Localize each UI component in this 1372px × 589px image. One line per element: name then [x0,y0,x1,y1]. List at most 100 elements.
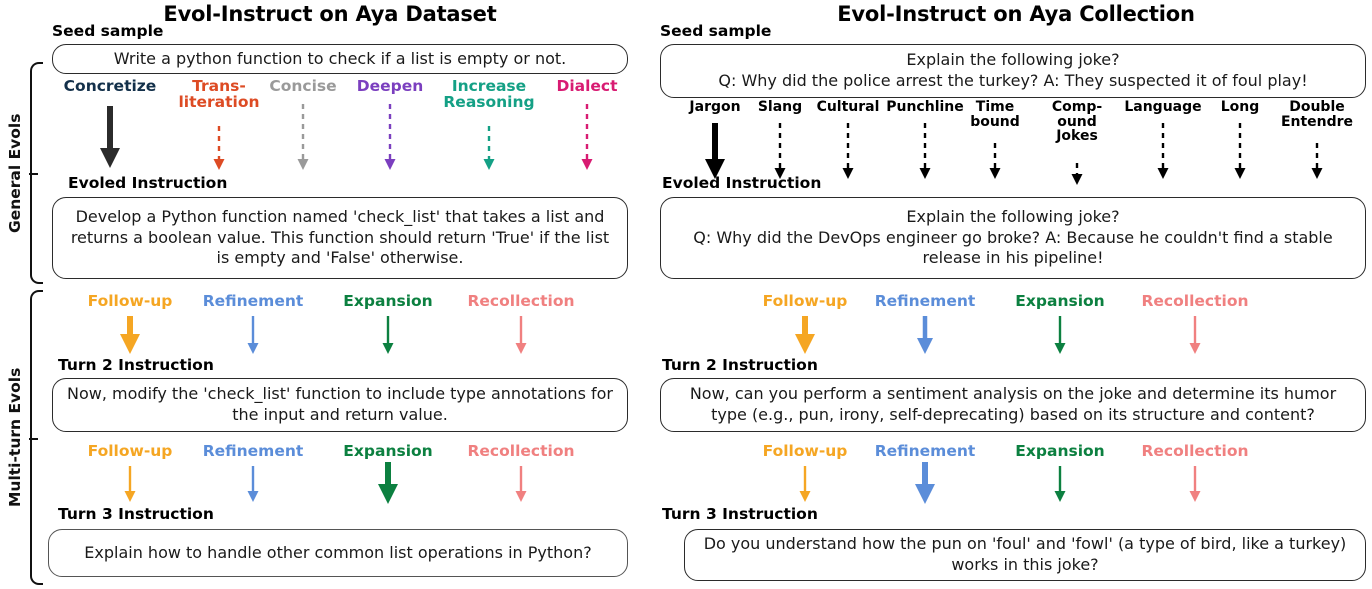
evol-label: Jargon [689,99,741,115]
evol-label: Expansion [1015,442,1105,460]
left-panel-title: Evol-Instruct on Aya Dataset [163,2,497,26]
evol-arrow-icon [120,316,140,354]
left-seed-sample-label: Seed sample [52,22,164,40]
evol-arrow-icon [1189,466,1201,502]
evol-label: Expansion [343,292,433,310]
evol-follow-up[interactable]: Follow-up [87,292,173,310]
evol-follow-up[interactable]: Follow-up [87,442,173,460]
evol-arrow-icon [297,104,309,170]
evol-expansion[interactable]: Expansion [1015,442,1105,460]
left-seed-sample-box: Write a python function to check if a li… [52,44,628,74]
right-panel: Evol-Instruct on Aya Collection Seed sam… [660,0,1372,589]
evol-label: Refinement [874,442,976,460]
left-turn3-label: Turn 3 Instruction [58,505,214,523]
evol-arrow-icon [581,104,593,170]
left-turn3-box: Explain how to handle other common list … [48,529,628,577]
evol-label: Recollection [1141,442,1249,460]
evol-arrow-icon [384,104,396,170]
evol-trans-literation[interactable]: Trans-literation [178,78,259,111]
bracket-label: General Evols [6,113,24,233]
evol-refinement[interactable]: Refinement [874,442,976,460]
evol-concise[interactable]: Concise [269,77,337,95]
evol-label: Refinement [874,292,976,310]
evol-follow-up[interactable]: Follow-up [763,293,848,310]
evol-long[interactable]: Long [1221,100,1260,115]
evol-recollection[interactable]: Recollection [1141,293,1248,310]
evol-arrow-icon [795,316,815,354]
evol-jargon[interactable]: Jargon [689,100,740,115]
right-evoled-instruction-label: Evoled Instruction [662,174,822,192]
evol-arrow-icon [919,123,931,179]
evol-label: Recollection [467,292,575,310]
left-evoled-instruction-box: Develop a Python function named 'check_l… [52,197,628,279]
bracket-nub [29,173,38,176]
evol-arrow-icon [915,462,935,504]
evol-deepen[interactable]: Deepen [356,77,424,95]
evol-label: Dialect [556,77,618,95]
evol-recollection[interactable]: Recollection [467,442,575,460]
evol-arrow-icon [382,316,394,354]
evol-label: Deepen [356,77,424,95]
right-evoled-line1: Explain the following joke? [906,206,1120,226]
bracket-label: Multi-turn Evols [6,367,24,508]
evol-refinement[interactable]: Refinement [203,443,304,460]
evol-label: Refinement [202,292,304,310]
evol-follow-up[interactable]: Follow-up [762,442,848,460]
right-seed-sample-label: Seed sample [660,22,772,40]
evol-label: Concise [269,77,337,95]
right-evoled-instruction-box: Explain the following joke? Q: Why did t… [660,197,1366,279]
evol-language[interactable]: Language [1124,100,1201,115]
left-turn2-label: Turn 2 Instruction [58,356,214,374]
evol-label: Punchline [886,99,964,115]
evol-label: Concretize [63,77,157,95]
evol-expansion[interactable]: Expansion [343,292,433,310]
evol-arrow-icon [1234,123,1246,179]
left-evoled-instruction-label: Evoled Instruction [68,174,228,192]
evol-arrow-icon [100,106,120,168]
evol-label: Follow-up [762,442,848,460]
evol-arrow-icon [842,123,854,179]
evol-label: Expansion [1015,292,1105,310]
evol-recollection[interactable]: Recollection [467,292,575,310]
evol-recollection[interactable]: Recollection [1141,442,1249,460]
evol-concretize[interactable]: Concretize [63,77,157,95]
evol-refinement[interactable]: Refinement [874,292,976,310]
evol-arrow-icon [124,466,136,502]
right-panel-title: Evol-Instruct on Aya Collection [837,2,1195,26]
bracket-nub [29,437,38,440]
evol-expansion[interactable]: Expansion [1015,292,1105,310]
evol-punchline[interactable]: Punchline [886,100,964,115]
right-turn2-label: Turn 2 Instruction [662,356,818,374]
evol-label: Follow-up [87,442,173,460]
evol-label: Recollection [467,442,575,460]
right-evoled-line2: Q: Why did the DevOps engineer go broke?… [693,227,1333,268]
evol-arrow-icon [515,316,527,354]
right-turn3-label: Turn 3 Instruction [662,505,818,523]
evol-arrow-icon [378,462,398,504]
evol-arrow-icon [1054,466,1066,502]
left-turn2-box: Now, modify the 'check_list' function to… [52,378,628,432]
evol-arrow-icon [1157,123,1169,179]
evol-arrow-icon [799,466,811,502]
evol-label: Cultural [816,99,880,115]
evol-arrow-icon [1071,163,1083,185]
right-seed-line2: Q: Why did the police arrest the turkey?… [718,71,1308,90]
evol-label: Expansion [343,442,433,460]
evol-cultural[interactable]: Cultural [817,100,880,115]
evol-dialect[interactable]: Dialect [556,77,618,95]
left-panel: Evol-Instruct on Aya Dataset Seed sample… [0,0,660,589]
evol-expansion[interactable]: Expansion [343,442,433,460]
evol-arrow-icon [247,466,259,502]
evol-arrow-icon [483,126,495,170]
evol-arrow-icon [774,123,786,179]
evol-refinement[interactable]: Refinement [202,292,304,310]
evol-slang[interactable]: Slang [758,100,802,115]
evol-label: Follow-up [87,292,173,310]
evol-arrow-icon [213,126,225,170]
